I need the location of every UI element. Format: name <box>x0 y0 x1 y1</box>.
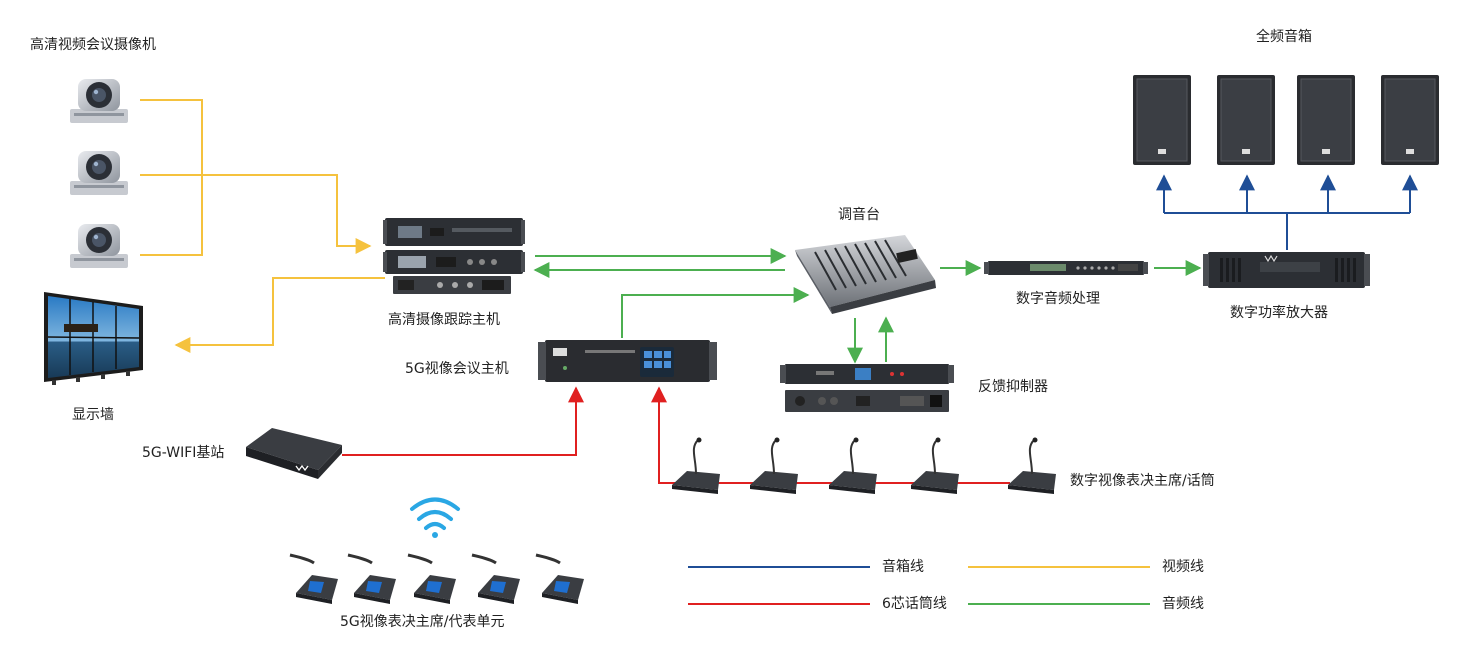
legend-video-label: 视频线 <box>1162 559 1204 575</box>
legend-speaker-label: 音箱线 <box>882 559 924 575</box>
digital-mic-unit <box>672 437 720 494</box>
digital-mic-unit <box>1008 437 1056 494</box>
wireless-voting-unit <box>347 553 396 604</box>
label-tracking-host: 高清摄像跟踪主机 <box>388 312 500 328</box>
label-amplifier: 数字功率放大器 <box>1230 305 1328 321</box>
label-conference-host-5g: 5G视像会议主机 <box>405 361 509 377</box>
legend-mic-label: 6芯话筒线 <box>882 596 947 612</box>
conference-host-5g <box>538 340 717 382</box>
wireless-voting-unit <box>535 553 584 604</box>
video-lines <box>140 99 385 353</box>
speaker-lines <box>1156 174 1418 250</box>
wireless-voting-unit <box>289 553 338 604</box>
audio-lines <box>533 248 1202 364</box>
mic-lines <box>342 386 1010 484</box>
full-range-speaker <box>1381 75 1439 165</box>
wireless-voting-unit <box>471 553 520 604</box>
full-range-speaker <box>1133 75 1191 165</box>
legend-audio-label: 音频线 <box>1162 596 1204 612</box>
video-line-to-wall <box>174 277 385 353</box>
ptz-camera <box>70 79 128 123</box>
label-display-wall: 显示墙 <box>72 407 114 423</box>
label-wireless-unit: 5G视像表决主席/代表单元 <box>340 614 505 630</box>
wireless-voting-unit <box>407 553 456 604</box>
label-digital-mic: 数字视像表决主席/话筒 <box>1070 473 1215 489</box>
mic-line-chain-to-host <box>651 386 1010 484</box>
feedback-suppressor <box>780 364 954 412</box>
audio-line-host-to-mixer <box>621 287 810 338</box>
wifi-base-station <box>246 428 342 479</box>
label-dsp: 数字音频处理 <box>1016 291 1100 307</box>
digital-mic-unit <box>829 437 877 494</box>
label-wifi-base-station: 5G-WIFI基站 <box>142 445 225 461</box>
digital-mic-unit <box>911 437 959 494</box>
dsp <box>984 261 1148 275</box>
ptz-camera <box>70 151 128 195</box>
tracking-host <box>383 218 525 294</box>
wifi-signal-icon <box>410 497 460 538</box>
mixer <box>795 235 936 314</box>
full-range-speaker <box>1217 75 1275 165</box>
mic-line-wifi-to-host <box>342 386 584 456</box>
label-mixer: 调音台 <box>838 207 880 223</box>
video-line-camera-2 <box>140 174 372 254</box>
full-range-speaker <box>1297 75 1355 165</box>
label-feedback-suppressor: 反馈抑制器 <box>978 379 1048 395</box>
legend-lines <box>688 566 1150 605</box>
label-full-range-speaker: 全频音箱 <box>1256 29 1312 45</box>
ptz-camera <box>70 224 128 268</box>
label-hd-camera: 高清视频会议摄像机 <box>30 37 156 53</box>
amplifier <box>1203 252 1370 288</box>
video-line-camera-1 <box>140 99 203 256</box>
display-wall <box>44 292 143 385</box>
digital-mic-unit <box>750 437 798 494</box>
